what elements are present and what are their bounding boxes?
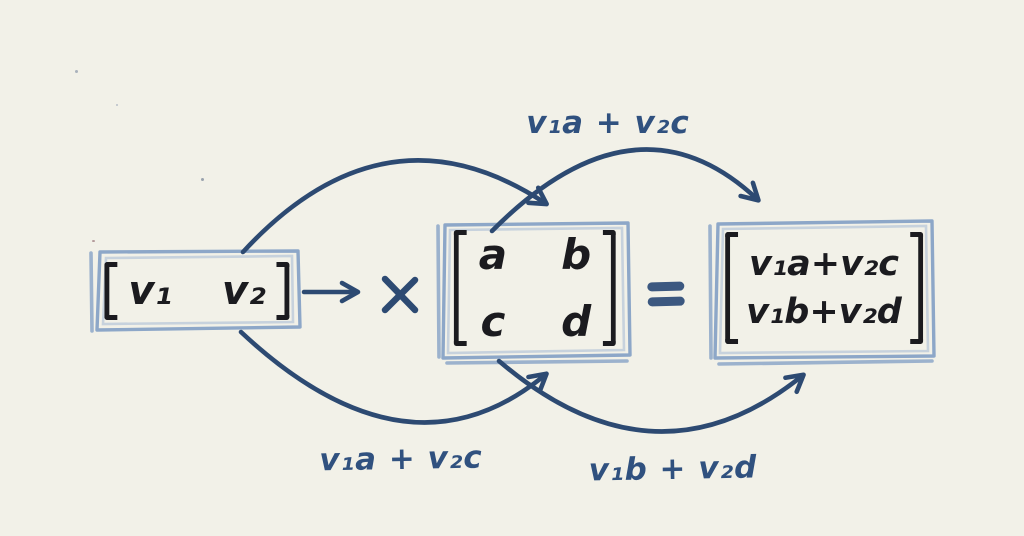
curve-arrow-bottom-left (238, 329, 549, 425)
matrix-2x2: [ a b c d ] (453, 230, 617, 346)
result-box-sketch (708, 219, 936, 366)
vector-component-v1: v₁ (128, 268, 172, 314)
result-row-2: v₁b+v₂d (746, 292, 902, 332)
curve-arrow-top-left (240, 158, 549, 255)
matrix-cell-a: a (478, 230, 508, 279)
matrix-cell-b: b (561, 230, 592, 279)
close-bracket: ] (276, 262, 290, 320)
vector-box-sketch (89, 249, 302, 333)
matrix-cell-d: d (561, 297, 592, 346)
result-vector: [ v₁a+v₂c v₁b+v₂d ] (725, 232, 923, 344)
close-bracket: ] (603, 230, 617, 346)
paper-speck (92, 240, 95, 242)
paper-speck (75, 70, 78, 73)
matrix-cell-c: c (480, 297, 506, 346)
open-bracket: [ (725, 232, 739, 344)
row-vector: [ v₁ v₂ ] (104, 262, 290, 320)
vector-component-v2: v₂ (222, 268, 266, 314)
equals-sign: = (647, 282, 685, 307)
arc-label-bottom-right: v₁b + v₂d (588, 449, 758, 489)
matrix-box-sketch (436, 221, 632, 365)
open-bracket: [ (453, 230, 467, 346)
arc-label-bottom-left: v₁a + v₂c (318, 439, 484, 479)
paper-speck (201, 178, 204, 181)
close-bracket: ] (909, 232, 923, 344)
open-bracket: [ (104, 262, 118, 320)
multiply-icon (381, 275, 419, 314)
result-row-1: v₁a+v₂c (749, 244, 899, 284)
arc-label-top: v₁a + v₂c (526, 105, 690, 141)
paper-speck (116, 104, 118, 106)
curve-arrow-bottom-right (496, 358, 806, 434)
curve-arrow-top-right (489, 147, 761, 234)
